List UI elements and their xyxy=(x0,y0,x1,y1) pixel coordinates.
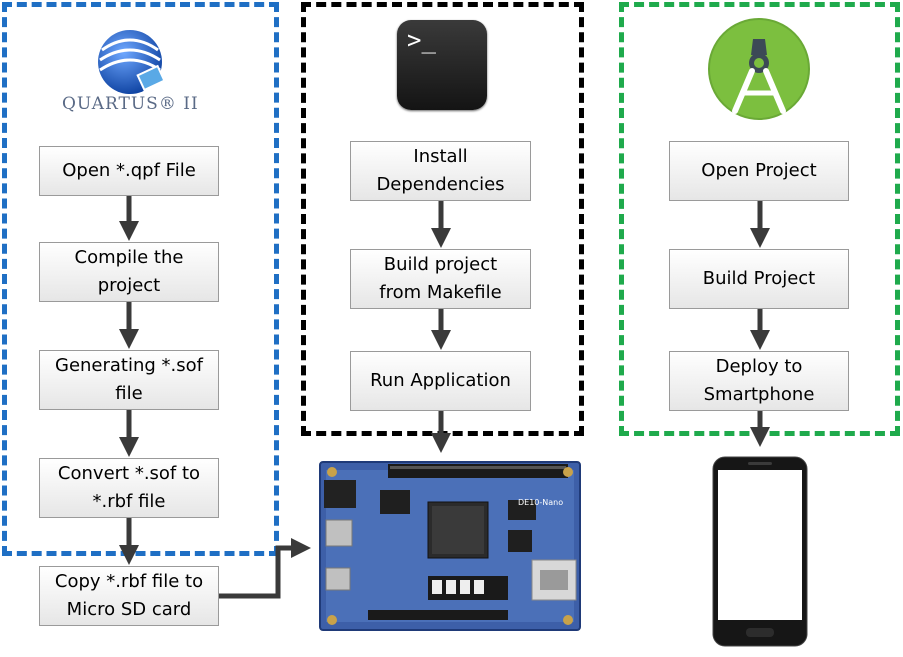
arrow-sd-to-board xyxy=(219,538,312,599)
quartus-logo-text: QUARTUS® II xyxy=(62,94,199,114)
terminal-icon: >_ xyxy=(397,20,487,110)
android-studio-icon xyxy=(707,17,812,122)
step-convert-sof-rbf: Convert *.sof to *.rbf file xyxy=(39,458,219,518)
quartus-logo-icon xyxy=(98,30,166,94)
step-copy-rbf-sd: Copy *.rbf file to Micro SD card xyxy=(39,566,219,626)
step-run-application: Run Application xyxy=(350,351,531,411)
step-generate-sof: Generating *.sof file xyxy=(39,350,219,410)
step-install-dependencies: Install Dependencies xyxy=(350,141,531,201)
step-build-makefile: Build project from Makefile xyxy=(350,249,531,309)
step-open-project: Open Project xyxy=(669,141,849,201)
board-label: DE10-Nano xyxy=(518,498,564,507)
fpga-board-icon xyxy=(318,460,582,632)
smartphone-icon xyxy=(712,456,808,647)
step-open-qpf: Open *.qpf File xyxy=(39,146,219,196)
quartus-logo xyxy=(60,20,210,120)
step-deploy-smartphone: Deploy to Smartphone xyxy=(669,351,849,411)
step-build-project: Build Project xyxy=(669,249,849,309)
terminal-prompt: >_ xyxy=(407,26,436,54)
step-compile-project: Compile the project xyxy=(39,242,219,302)
quartus-panel xyxy=(2,2,279,556)
